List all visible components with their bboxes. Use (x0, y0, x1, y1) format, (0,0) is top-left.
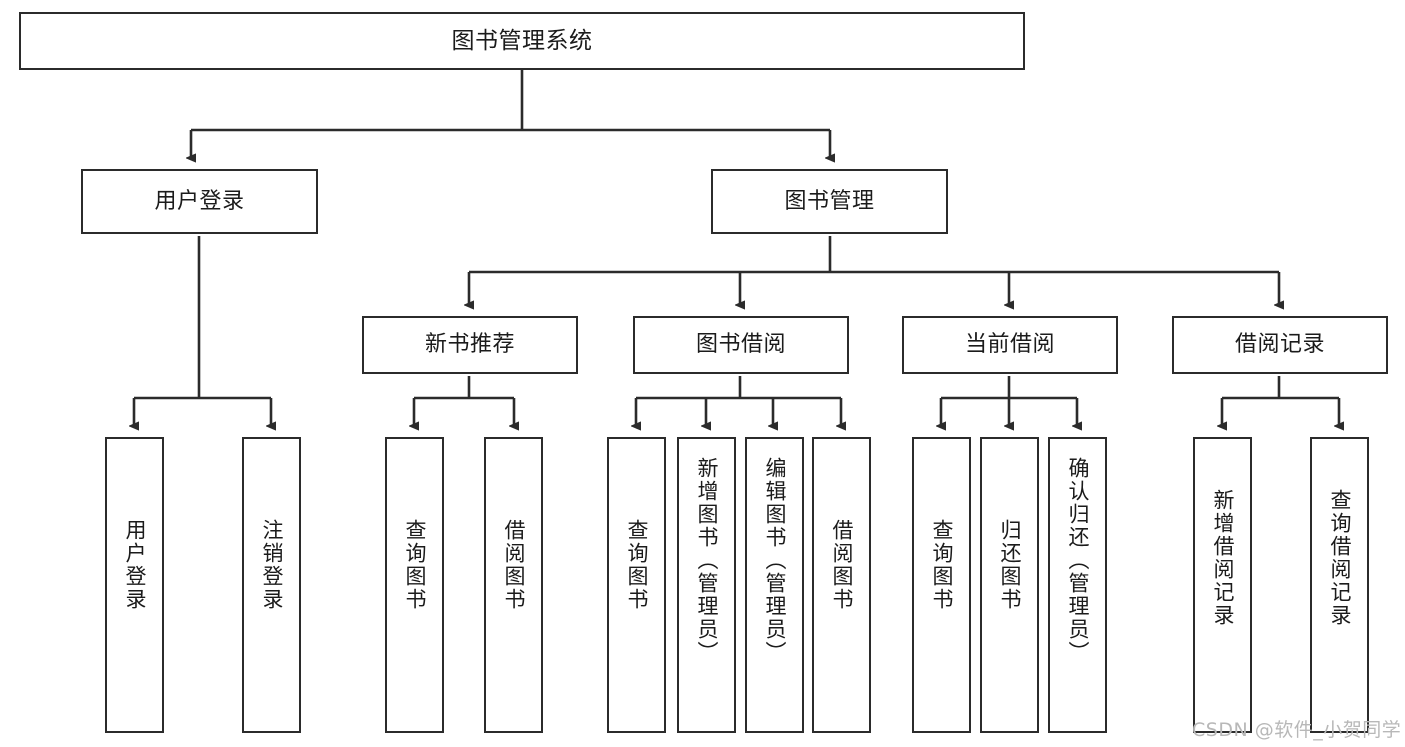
leaf-current-borrow-confirm-return-admin[interactable]: 确认归还（管理员） (1048, 437, 1107, 733)
node-label: 编辑图书（管理员） (763, 457, 787, 664)
leaf-current-borrow-return-book[interactable]: 归还图书 (980, 437, 1039, 733)
leaf-book-borrow-edit-book-admin[interactable]: 编辑图书（管理员） (745, 437, 804, 733)
leaf-user-login-logout[interactable]: 注销登录 (242, 437, 301, 733)
node-label: 新增借阅记录 (1211, 489, 1235, 627)
node-current-borrow[interactable]: 当前借阅 (902, 316, 1118, 374)
node-label: 用户登录 (154, 188, 245, 214)
leaf-book-borrow-add-book-admin[interactable]: 新增图书（管理员） (677, 437, 736, 733)
node-label: 借阅图书 (502, 519, 526, 611)
leaf-new-book-query-book[interactable]: 查询图书 (385, 437, 444, 733)
node-user-login[interactable]: 用户登录 (81, 169, 318, 234)
node-label: 当前借阅 (964, 332, 1055, 358)
node-label: 查询图书 (625, 519, 649, 611)
node-label: 新增图书（管理员） (695, 457, 719, 664)
node-label: 确认归还（管理员） (1066, 457, 1090, 664)
node-label: 图书管理系统 (451, 27, 593, 54)
node-book-management[interactable]: 图书管理 (711, 169, 948, 234)
node-book-borrow[interactable]: 图书借阅 (633, 316, 849, 374)
leaf-borrow-record-add-record[interactable]: 新增借阅记录 (1193, 437, 1252, 733)
node-label: 新书推荐 (424, 332, 515, 358)
node-label: 查询图书 (403, 519, 427, 611)
node-root-book-management-system[interactable]: 图书管理系统 (19, 12, 1025, 70)
node-label: 用户登录 (123, 519, 147, 611)
node-label: 注销登录 (260, 519, 284, 611)
csdn-watermark: CSDN @软件_小贺同学 (1192, 719, 1402, 741)
leaf-user-login-login[interactable]: 用户登录 (105, 437, 164, 733)
leaf-new-book-borrow-book[interactable]: 借阅图书 (484, 437, 543, 733)
node-label: 查询借阅记录 (1328, 489, 1352, 627)
leaf-borrow-record-query-record[interactable]: 查询借阅记录 (1310, 437, 1369, 733)
node-label: 借阅图书 (830, 519, 854, 611)
node-new-book-recommend[interactable]: 新书推荐 (362, 316, 578, 374)
node-borrow-record[interactable]: 借阅记录 (1172, 316, 1388, 374)
leaf-current-borrow-query-book[interactable]: 查询图书 (912, 437, 971, 733)
leaf-book-borrow-borrow-book[interactable]: 借阅图书 (812, 437, 871, 733)
node-label: 图书管理 (784, 188, 875, 214)
node-label: 查询图书 (930, 519, 954, 611)
node-label: 归还图书 (998, 519, 1022, 611)
leaf-book-borrow-query-book[interactable]: 查询图书 (607, 437, 666, 733)
node-label: 图书借阅 (695, 332, 786, 358)
node-label: 借阅记录 (1234, 332, 1325, 358)
